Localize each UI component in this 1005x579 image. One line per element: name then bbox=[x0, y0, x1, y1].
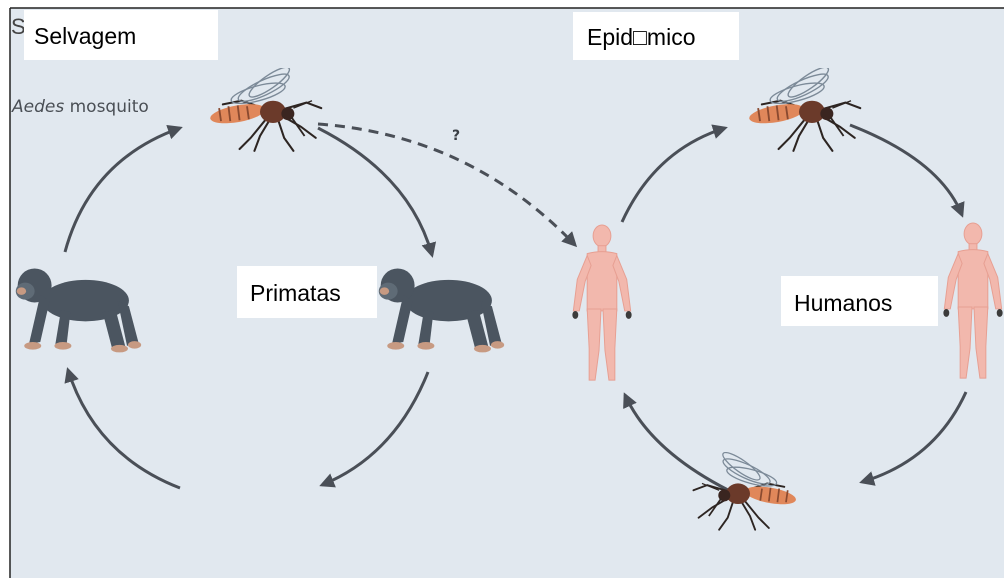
epidemic-cycle-text: Epid□mico bbox=[587, 26, 696, 49]
primates-text: Primatas bbox=[250, 282, 341, 305]
question-mark-label: ? bbox=[452, 128, 460, 144]
mosquito-word-text: mosquito bbox=[70, 97, 149, 117]
sylvatic-cycle-label: Selvagem bbox=[24, 10, 218, 60]
sylvatic-cycle-text: Selvagem bbox=[34, 25, 136, 48]
humans-text: Humanos bbox=[794, 292, 892, 315]
aedes-genus-text: Aedes bbox=[12, 97, 64, 117]
aedes-mosquito-label: Aedes mosquito bbox=[12, 97, 149, 117]
epidemic-cycle-label: Epid□mico bbox=[573, 12, 739, 60]
humans-label: Humanos bbox=[781, 276, 938, 326]
primates-label: Primatas bbox=[237, 266, 377, 318]
